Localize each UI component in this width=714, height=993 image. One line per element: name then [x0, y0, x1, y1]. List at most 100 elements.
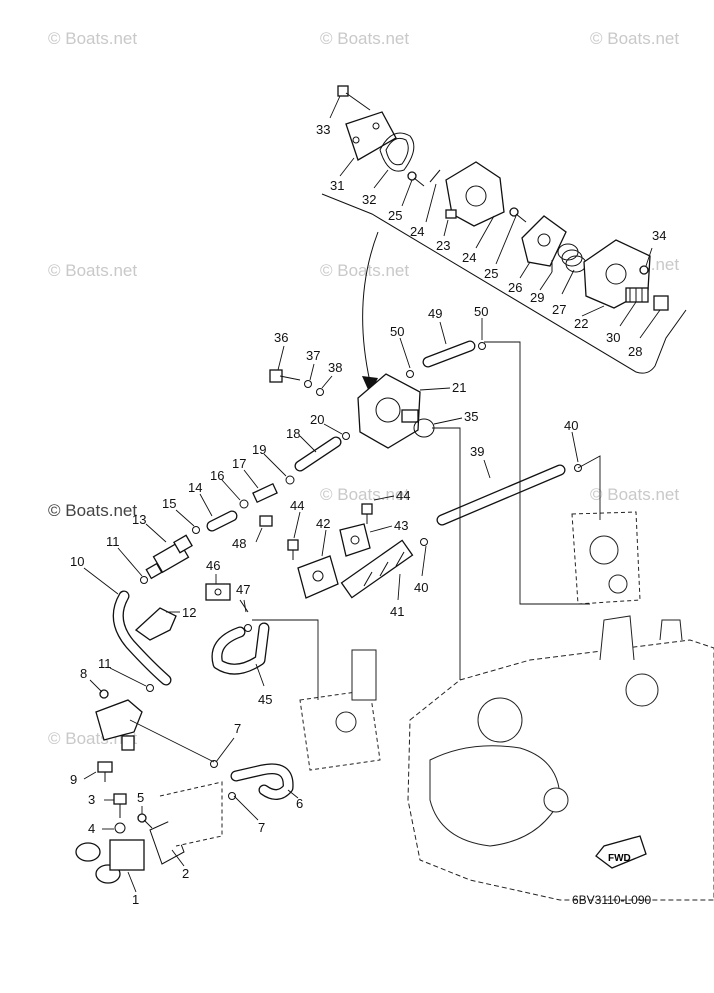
carburetor-outline: [571, 511, 641, 605]
part-2-gasket: [149, 819, 185, 865]
callout-number: 44: [396, 488, 410, 503]
callout-29: 29: [530, 271, 553, 305]
callout-number: 23: [436, 238, 450, 253]
callout-number: 49: [428, 306, 442, 321]
callout-number: 33: [316, 122, 330, 137]
callout-number: 19: [252, 442, 266, 457]
callout-number: 40: [414, 580, 428, 595]
callout-number: 13: [132, 512, 146, 527]
callout-number: 14: [188, 480, 202, 495]
callout-31: 31: [330, 157, 355, 193]
callout-number: 11: [98, 656, 112, 671]
callout-16: 16: [210, 468, 241, 501]
callout-35: 35: [433, 409, 478, 425]
callout-number: 41: [390, 604, 404, 619]
callout-number: 15: [162, 496, 176, 511]
callout-6: 6: [287, 789, 303, 811]
callout-number: 42: [316, 516, 330, 531]
part-10-hose: [112, 590, 172, 686]
callout-50: 50: [390, 324, 411, 369]
callout-42: 42: [316, 516, 330, 557]
callout-3: 3: [88, 792, 114, 807]
part-4-washer: [114, 822, 126, 834]
callout-number: 5: [137, 790, 144, 805]
callout-number: 17: [232, 456, 246, 471]
callout-9: 9: [70, 771, 97, 787]
fwd-arrow-icon: FWD: [595, 835, 647, 869]
callout-18: 18: [286, 426, 317, 453]
part-27-spring: [557, 243, 587, 273]
callout-5: 5: [137, 790, 144, 814]
callout-49: 49: [428, 306, 447, 345]
fuel-system-parts: [75, 340, 582, 884]
callout-12: 12: [166, 605, 196, 620]
callout-number: 27: [552, 302, 566, 317]
callout-number: 38: [328, 360, 342, 375]
callout-number: 35: [464, 409, 478, 424]
part-37-washer: [304, 380, 312, 388]
callout-number: 24: [410, 224, 424, 239]
callout-23: 23: [436, 219, 450, 253]
callout-number: 29: [530, 290, 544, 305]
callout-number: 18: [286, 426, 300, 441]
callout-38: 38: [321, 360, 342, 389]
callout-number: 32: [362, 192, 376, 207]
callout-number: 12: [182, 605, 196, 620]
part-1-fuel-joint: [75, 839, 145, 884]
part-43-holder: [339, 523, 371, 557]
callout-4: 4: [88, 821, 114, 836]
callout-41: 41: [390, 573, 404, 619]
callout-number: 43: [394, 518, 408, 533]
watermark: © Boats.net: [590, 29, 679, 48]
detail-arrow: [362, 231, 379, 383]
callout-34: 34: [645, 228, 666, 267]
part-13-fuel-filter: [145, 534, 193, 580]
callout-number: 8: [80, 666, 87, 681]
part-23-pump-body: [445, 161, 505, 227]
callout-number: 22: [574, 316, 588, 331]
part-18-hose: [294, 436, 342, 472]
hose-clip: [140, 342, 582, 800]
callout-number: 28: [628, 344, 642, 359]
panel-border: [321, 193, 687, 374]
callout-number: 2: [182, 866, 189, 881]
arrow-head: [362, 376, 378, 394]
engine-block: [159, 511, 714, 901]
part-12-holder: [134, 607, 177, 641]
callout-number: 25: [388, 208, 402, 223]
diagram-code: 6BV3110-L090: [572, 893, 652, 907]
callout-number: 30: [606, 330, 620, 345]
part-41-fuel-connector: [340, 539, 414, 599]
callout-number: 40: [564, 418, 578, 433]
callout-32: 32: [362, 169, 389, 207]
callout-number: 44: [290, 498, 304, 513]
callout-33: 33: [316, 95, 341, 137]
callout-47: 47: [236, 582, 250, 613]
watermark: © Boats.net: [48, 29, 137, 48]
callout-number: 16: [210, 468, 224, 483]
part-32-gasket: [379, 132, 415, 172]
callout-number: 4: [88, 821, 95, 836]
routing-lines: [129, 341, 601, 763]
part-21-fuel-pump: [357, 373, 421, 449]
callout-26: 26: [508, 261, 531, 295]
callout-number: 47: [236, 582, 250, 597]
callout-number: 46: [206, 558, 220, 573]
callout-number: 7: [258, 820, 265, 835]
part-9-bolt: [97, 761, 113, 782]
part-6-hose: [230, 763, 294, 800]
callout-number: 39: [470, 444, 484, 459]
callout-7: 7: [233, 795, 265, 835]
part-47-clip: [239, 599, 249, 613]
callout-number: 36: [274, 330, 288, 345]
watermark-layer: © Boats.net © Boats.net © Boats.net © Bo…: [48, 29, 679, 748]
callout-number: 50: [474, 304, 488, 319]
callout-25: 25: [388, 179, 413, 223]
part-45-hose: [211, 622, 270, 675]
part-30-spring: [625, 287, 649, 303]
callout-8: 8: [80, 666, 103, 693]
fuel-pump-exploded-panel: [321, 85, 687, 394]
part-48-clamp: [259, 515, 273, 527]
callout-number: 45: [258, 692, 272, 707]
